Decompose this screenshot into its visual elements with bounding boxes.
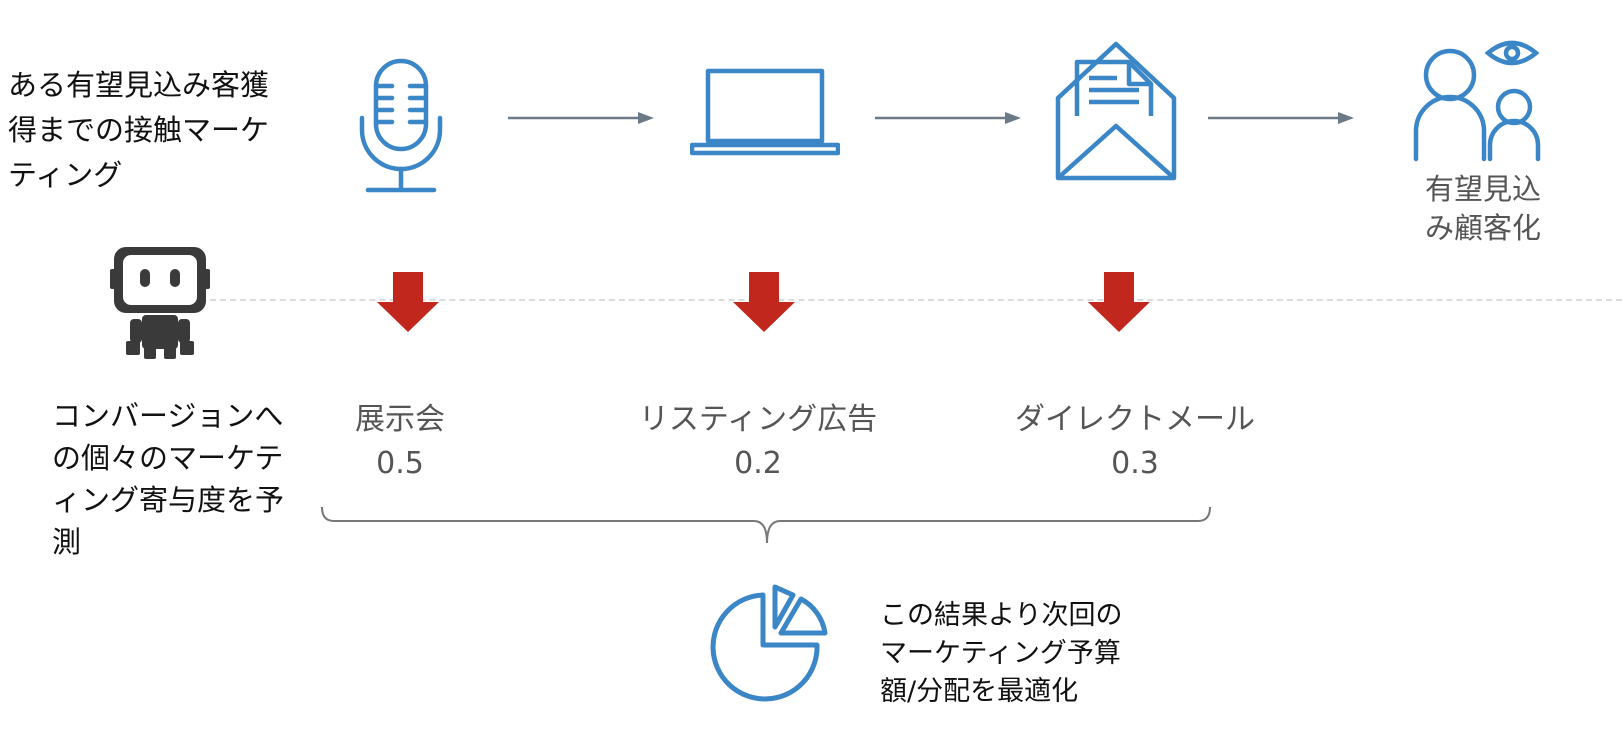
- channel-label: ダイレクトメール 0.3: [985, 398, 1285, 486]
- channel-name: リスティング広告: [638, 402, 878, 437]
- result-text: この結果より次回のマーケティング予算額/分配を最適化: [880, 600, 1123, 707]
- pie-chart-icon: [705, 583, 830, 705]
- prediction-text: コンバージョンへの個々のマーケティング寄与度を予測: [52, 399, 285, 559]
- grouping-bracket: [318, 505, 1218, 551]
- flow-arrow: [1208, 110, 1358, 130]
- down-arrow: [1088, 272, 1150, 336]
- down-arrow: [733, 272, 795, 336]
- channel-name: 展示会: [355, 402, 445, 437]
- channel-label: 展示会 0.5: [300, 398, 500, 486]
- robot-icon: [108, 243, 212, 361]
- mic-icon: [352, 58, 450, 198]
- channel-name: ダイレクトメール: [1015, 402, 1255, 437]
- channel-value: 0.5: [376, 446, 424, 481]
- down-arrow: [377, 272, 439, 336]
- channel-label: リスティング広告 0.2: [608, 398, 908, 486]
- channel-value: 0.3: [1111, 446, 1159, 481]
- flow-lead-text: ある有望見込み客獲得までの接触マーケティング: [8, 68, 270, 192]
- laptop-icon: [690, 67, 840, 159]
- separator-line: [210, 299, 1622, 301]
- flow-arrow: [875, 110, 1025, 130]
- channel-value: 0.2: [734, 446, 782, 481]
- goal-label: 有望見込み顧客化: [1424, 172, 1541, 245]
- flow-arrow: [508, 110, 658, 130]
- mail-icon: [1055, 40, 1177, 185]
- people-eye-icon: [1408, 35, 1558, 165]
